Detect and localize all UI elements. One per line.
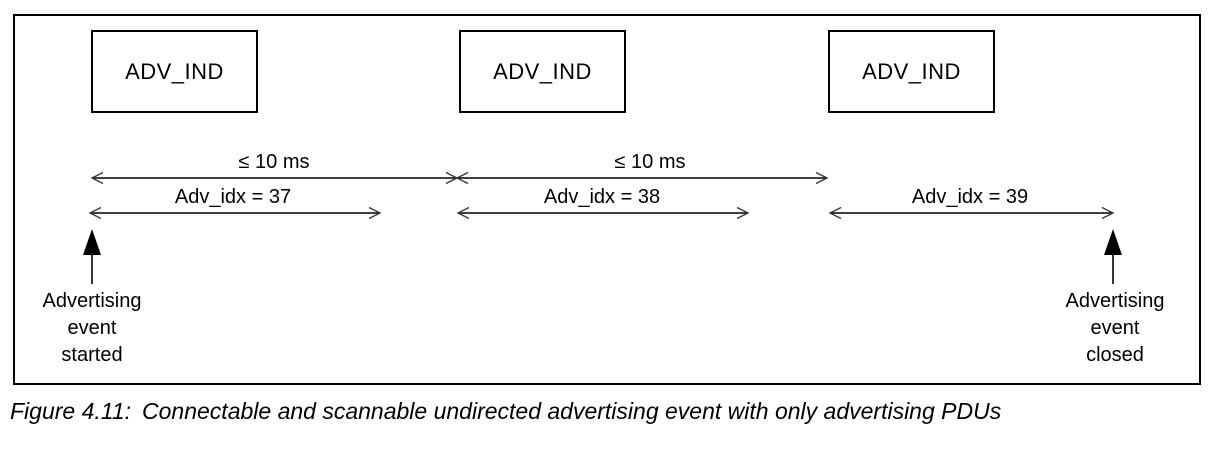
pdu-box-3: ADV_IND <box>828 30 995 113</box>
interval-label-2: ≤ 10 ms <box>614 151 686 173</box>
adv-idx-label-39: Adv_idx = 39 <box>911 186 1029 208</box>
figure-caption-text: Connectable and scannable undirected adv… <box>142 398 1002 424</box>
adv-idx-label-37: Adv_idx = 37 <box>174 186 292 208</box>
pdu-box-2: ADV_IND <box>459 30 626 113</box>
figure-caption: Figure 4.11: Connectable and scannable un… <box>10 398 1001 425</box>
pdu-box-label: ADV_IND <box>493 58 592 84</box>
interval-label-1: ≤ 10 ms <box>238 151 310 173</box>
adv-idx-label-38: Adv_idx = 38 <box>543 186 661 208</box>
figure-caption-number: Figure 4.11: <box>10 398 132 424</box>
pdu-box-1: ADV_IND <box>91 30 258 113</box>
pdu-box-label: ADV_IND <box>862 58 961 84</box>
event-closed-label: Advertising event closed <box>1065 290 1165 366</box>
pdu-box-label: ADV_IND <box>125 58 224 84</box>
event-started-label: Advertising event started <box>42 290 142 366</box>
